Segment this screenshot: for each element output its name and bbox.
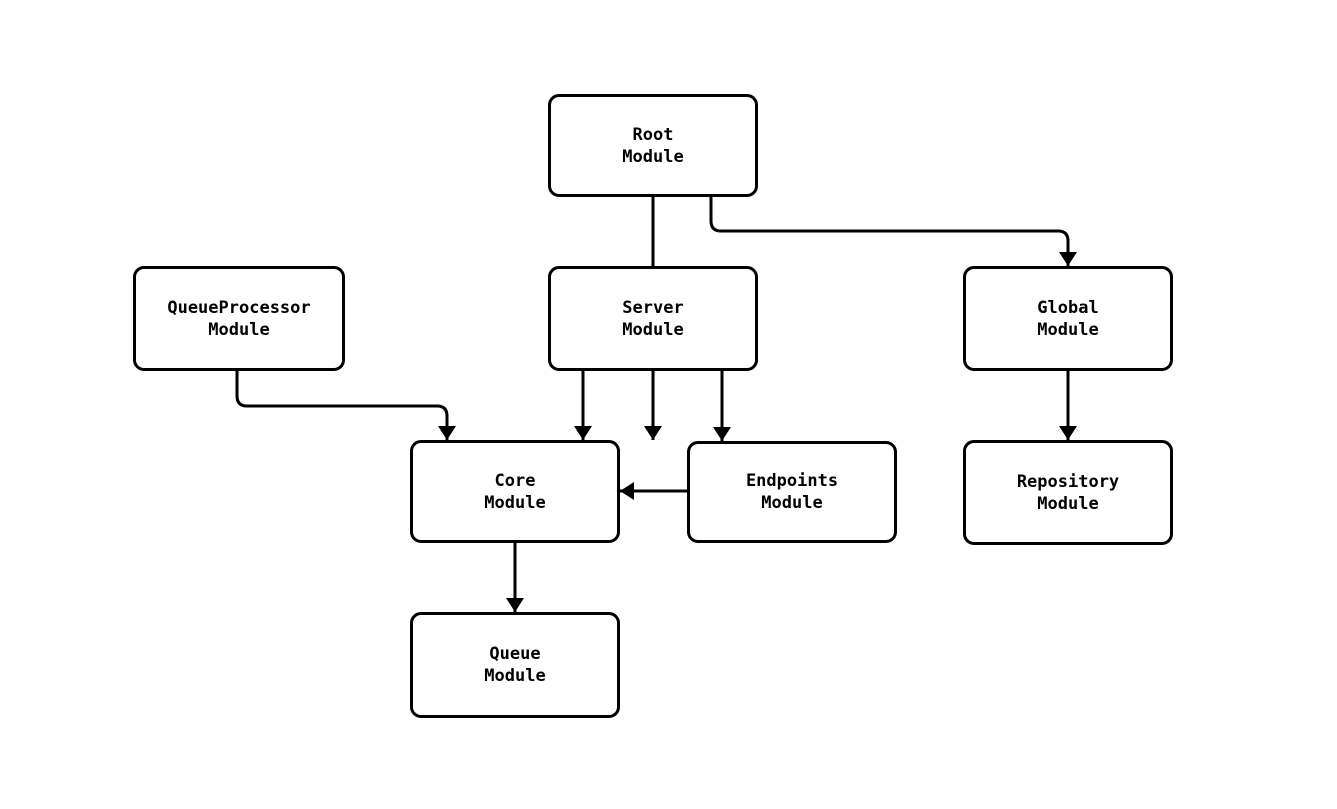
node-label-repository: Repository Module [1016,471,1120,514]
node-root[interactable]: Root Module [548,94,758,197]
edge-arrowhead-server-core [574,426,592,440]
edge-global-repository [1059,371,1077,440]
edge-core-queue [506,543,524,612]
node-label-core: Core Module [484,470,546,513]
edge-arrowhead-root-global [1059,252,1077,266]
node-queueprocessor[interactable]: QueueProcessor Module [133,266,345,371]
node-core[interactable]: Core Module [410,440,620,543]
edge-arrowhead-queueprocessor-core [438,426,456,440]
node-label-queue: Queue Module [484,644,546,686]
edge-arrowhead-global-repository [1059,426,1077,440]
edge-endpoints-core [620,482,687,500]
node-label-global: Global Module [1037,297,1099,340]
node-queue[interactable]: Queue Module [410,612,620,718]
edge-arrowhead-endpoints-core [620,482,634,500]
edge-arrowhead-core-queue [506,598,524,612]
edge-arrowhead-server-endpoints [713,427,731,441]
node-label-root: Root Module [622,124,684,167]
edge-arrowhead-root-server [644,426,662,440]
node-server[interactable]: Server Module [548,266,758,371]
edge-server-endpoints [713,371,731,441]
node-endpoints[interactable]: Endpoints Module [687,441,897,543]
edge-line-queueprocessor-core [235,371,449,440]
edge-server-core [574,371,592,440]
node-label-server: Server Module [622,297,684,340]
edge-line-root-global [709,197,1070,266]
node-label-endpoints: Endpoints Module [745,471,839,513]
edge-root-global [709,197,1077,266]
node-label-queueprocessor: QueueProcessor Module [167,297,311,340]
node-repository[interactable]: Repository Module [963,440,1173,545]
node-global[interactable]: Global Module [963,266,1173,371]
edge-queueprocessor-core [235,371,456,440]
